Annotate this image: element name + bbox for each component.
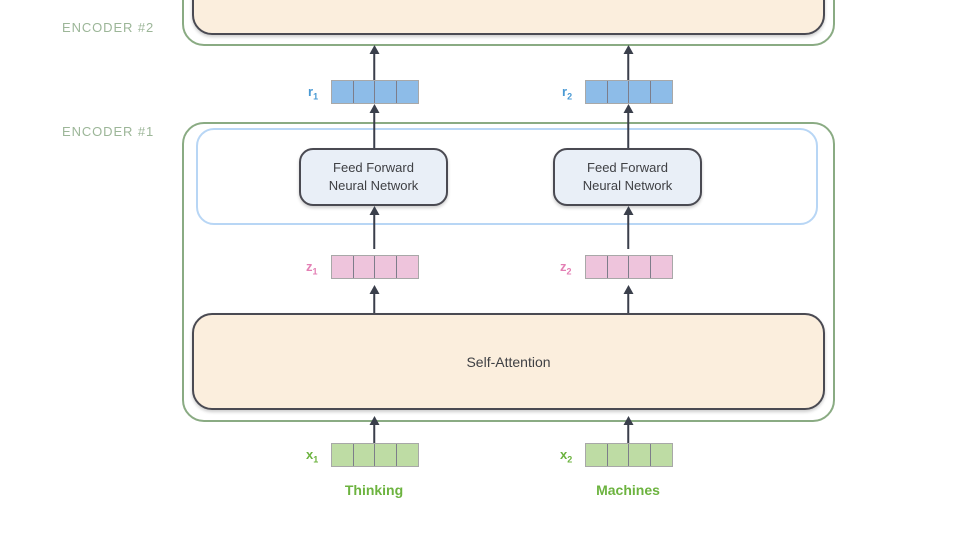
vector-cell	[650, 81, 672, 103]
feed-forward-layer-container	[196, 128, 818, 225]
encoder-1-label: ENCODER #1	[62, 124, 155, 139]
vector-cell	[650, 444, 672, 466]
encoder-output-vector-label-column-1: r1	[308, 84, 319, 102]
encoder-output-vector-column-2	[585, 80, 673, 104]
vector-cell	[629, 81, 651, 103]
vector-cell	[332, 444, 354, 466]
feed-forward-label-line2-column-1: Neural Network	[328, 178, 419, 193]
vector-cell	[332, 81, 354, 103]
feed-forward-label-line1-column-2: Feed Forward	[587, 160, 668, 176]
arrow-self-attention-to-z-column-1	[369, 285, 380, 313]
arrow-embedding-to-self-attention-column-1	[369, 416, 380, 443]
vector-cell	[375, 81, 397, 103]
vector-cell	[375, 444, 397, 466]
feed-forward-label-line2-column-2: Neural Network	[582, 178, 673, 193]
input-embedding-vector-label-column-2: x2	[560, 447, 573, 465]
vector-cell	[586, 81, 608, 103]
input-word-column-1: Thinking	[344, 482, 404, 498]
arrow-z-to-feed-forward-column-2	[623, 206, 634, 249]
vector-cell	[353, 444, 375, 466]
arrow-r-to-encoder-2-column-1	[369, 45, 380, 80]
vector-cell	[629, 256, 651, 278]
self-attention-label-encoder-1: Self-Attention	[466, 353, 551, 370]
vector-cell	[396, 81, 418, 103]
vector-cell	[396, 256, 418, 278]
input-embedding-vector-column-2	[585, 443, 673, 467]
encoder-1-frame	[182, 122, 835, 422]
arrow-embedding-to-self-attention-column-2	[623, 416, 634, 443]
encoder-2-label: ENCODER #2	[62, 20, 155, 35]
arrow-self-attention-to-z-column-2	[623, 285, 634, 313]
feed-forward-block-column-2: Feed Forward Neural Network	[553, 148, 702, 206]
arrow-feed-forward-to-r-column-1	[369, 104, 380, 148]
vector-cell	[332, 256, 354, 278]
vector-cell	[607, 81, 629, 103]
vector-cell	[353, 81, 375, 103]
vector-cell	[586, 444, 608, 466]
encoder-output-vector-column-1	[331, 80, 419, 104]
attention-output-vector-label-column-2: z2	[560, 259, 572, 277]
attention-output-vector-label-column-1: z1	[306, 259, 318, 277]
attention-output-vector-column-1	[331, 255, 419, 279]
arrow-z-to-feed-forward-column-1	[369, 206, 380, 249]
input-word-column-2: Machines	[596, 482, 660, 498]
vector-cell	[629, 444, 651, 466]
vector-cell	[607, 444, 629, 466]
input-embedding-vector-label-column-1: x1	[306, 447, 319, 465]
vector-cell	[353, 256, 375, 278]
vector-cell	[375, 256, 397, 278]
input-embedding-vector-column-1	[331, 443, 419, 467]
feed-forward-label-line1-column-1: Feed Forward	[333, 160, 414, 176]
arrow-r-to-encoder-2-column-2	[623, 45, 634, 80]
vector-cell	[650, 256, 672, 278]
encoder-output-vector-label-column-2: r2	[562, 84, 573, 102]
arrow-feed-forward-to-r-column-2	[623, 104, 634, 148]
self-attention-block-encoder-1: Self-Attention	[192, 313, 825, 410]
vector-cell	[396, 444, 418, 466]
attention-output-vector-column-2	[585, 255, 673, 279]
encoder-2-frame	[182, 0, 835, 46]
feed-forward-block-column-1: Feed Forward Neural Network	[299, 148, 448, 206]
self-attention-block-encoder-2: Self-Attention	[192, 0, 825, 35]
vector-cell	[607, 256, 629, 278]
vector-cell	[586, 256, 608, 278]
